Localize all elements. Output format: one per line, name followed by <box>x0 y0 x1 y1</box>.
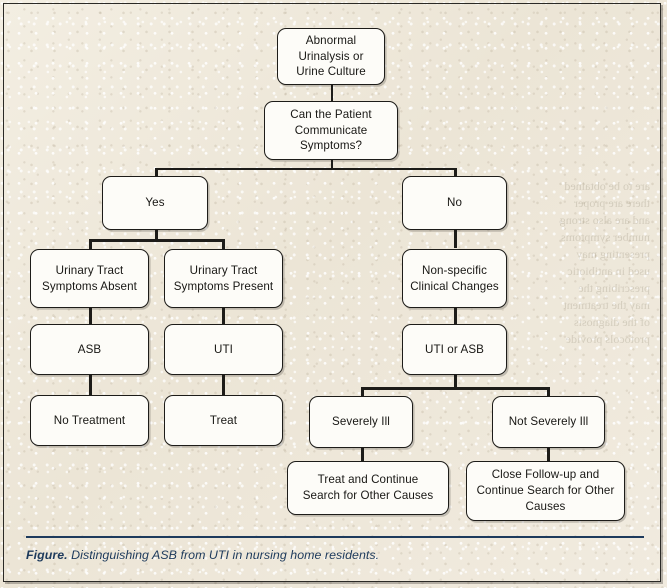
node-label: ASB <box>77 342 102 356</box>
figure-caption: Figure. Distinguishing ASB from UTI in n… <box>26 548 646 562</box>
edge-split-notseverely <box>547 387 550 396</box>
node-label: Not Severely Ill <box>508 415 589 428</box>
node-label: UTI <box>214 342 233 356</box>
ghost-bleed-text: are to be obtained there are proper and … <box>559 179 650 346</box>
edge-bus-yes <box>155 167 158 177</box>
node-urinary-symptoms-absent[interactable]: Urinary Tract Symptoms Absent <box>30 249 149 308</box>
node-label: Treat and Continue Search for Other Caus… <box>302 473 434 502</box>
node-severely-ill[interactable]: Severely Ill <box>309 396 413 448</box>
node-label: Can the Patient Communicate Symptoms? <box>290 107 372 153</box>
edge-bus-top <box>155 167 457 171</box>
node-urinary-symptoms-present[interactable]: Urinary Tract Symptoms Present <box>164 249 283 308</box>
node-treat[interactable]: Treat <box>164 395 283 446</box>
node-label: Treat <box>209 413 238 427</box>
edge-no-nonspecific <box>454 230 457 248</box>
node-no[interactable]: No <box>402 176 507 230</box>
node-label: UTI or ASB <box>425 342 484 356</box>
node-asb[interactable]: ASB <box>30 324 149 375</box>
node-treat-and-continue-search[interactable]: Treat and Continue Search for Other Caus… <box>287 461 449 515</box>
edge-split-sx-present <box>222 239 225 249</box>
node-non-specific-clinical-changes[interactable]: Non-specific Clinical Changes <box>402 249 507 308</box>
edge-bus-yes-split <box>89 239 225 242</box>
caption-divider <box>26 536 644 538</box>
edge-split-severely <box>361 387 364 396</box>
edge-yes-down <box>155 230 158 240</box>
node-label: No <box>446 196 463 209</box>
edge-severely-treatcontinue <box>361 448 364 461</box>
edge-notseverely-closefollowup <box>547 448 550 461</box>
node-can-patient-communicate[interactable]: Can the Patient Communicate Symptoms? <box>264 101 398 160</box>
edge-asb-notreatment <box>89 375 92 395</box>
node-uti[interactable]: UTI <box>164 324 283 375</box>
edge-bus-no <box>454 167 457 177</box>
edge-split-sx-absent <box>89 239 92 249</box>
edge-uti-treat <box>222 375 225 395</box>
node-close-followup-continue-search[interactable]: Close Follow-up and Continue Search for … <box>466 461 625 521</box>
node-label: No Treatment <box>53 413 126 427</box>
node-no-treatment[interactable]: No Treatment <box>30 395 149 446</box>
node-abnormal-urinalysis[interactable]: Abnormal Urinalysis or Urine Culture <box>277 28 385 85</box>
node-label: Close Follow-up and Continue Search for … <box>476 468 615 513</box>
edge-nonspecific-utiasb <box>454 308 457 324</box>
caption-text: Distinguishing ASB from UTI in nursing h… <box>67 548 380 562</box>
caption-lead: Figure. <box>26 548 68 562</box>
node-label: Urinary Tract Symptoms Present <box>173 263 274 293</box>
node-yes[interactable]: Yes <box>102 176 208 230</box>
node-label: Non-specific Clinical Changes <box>410 263 499 293</box>
edge-bus-severity-split <box>361 387 550 390</box>
node-label: Urinary Tract Symptoms Absent <box>42 263 137 293</box>
edge-sxabsent-asb <box>89 308 92 324</box>
node-uti-or-asb[interactable]: UTI or ASB <box>402 324 507 375</box>
edge-utiasb-down <box>454 375 457 388</box>
node-label: Yes <box>145 196 165 209</box>
node-not-severely-ill[interactable]: Not Severely Ill <box>492 396 605 448</box>
edge-communicate-bus <box>330 160 334 170</box>
node-label: Severely Ill <box>332 415 390 428</box>
edge-start-communicate <box>330 85 334 101</box>
node-label: Abnormal Urinalysis or Urine Culture <box>296 33 366 79</box>
edge-sxpresent-uti <box>222 308 225 324</box>
